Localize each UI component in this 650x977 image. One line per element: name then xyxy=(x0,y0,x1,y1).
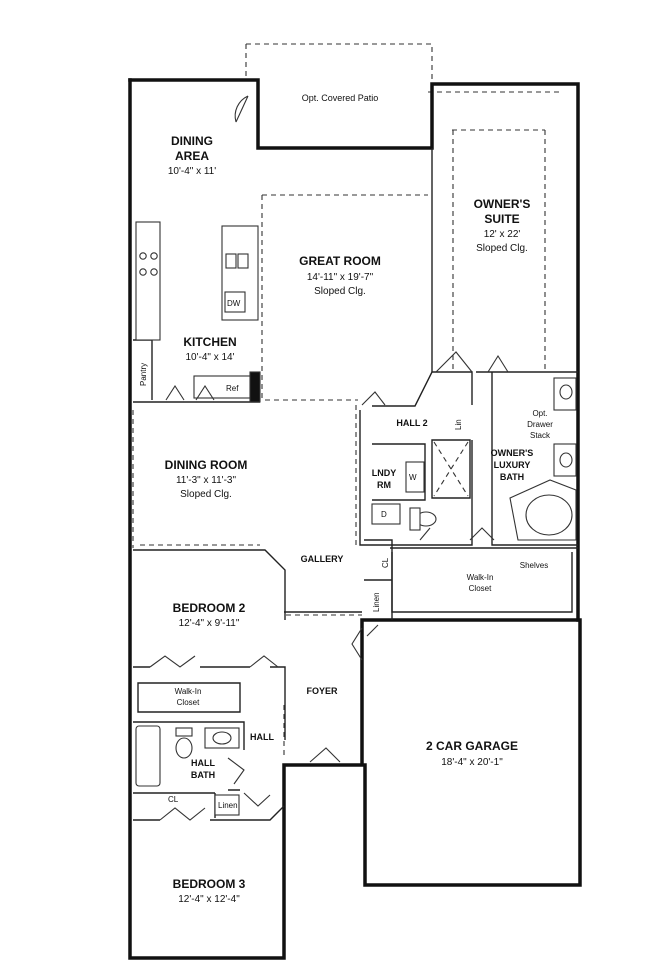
owners-suite-name1: OWNER'S xyxy=(474,197,531,211)
lin-label: Lin xyxy=(454,419,463,430)
w-label: W xyxy=(409,473,417,482)
dw-label: DW xyxy=(227,299,241,308)
owners-suite-name2: SUITE xyxy=(484,212,519,226)
drawer-stack-l1: Opt. xyxy=(532,409,547,418)
drawer-stack-l2: Drawer xyxy=(527,420,553,429)
patio-roofline xyxy=(428,91,560,131)
dining-room-note: Sloped Clg. xyxy=(180,489,232,500)
linen-gallery-label: Linen xyxy=(372,592,381,612)
bedroom2-dims: 12'-4" x 9'-11" xyxy=(179,618,240,629)
covered-patio-label: Opt. Covered Patio xyxy=(302,93,379,103)
covered-patio-outline xyxy=(245,43,433,80)
foyer-label: FOYER xyxy=(306,686,338,696)
kitchen-dims: 10'-4" x 14' xyxy=(185,352,234,363)
cl-small-label: CL xyxy=(381,557,390,568)
owners-bath-fixtures xyxy=(433,377,577,541)
lndy-name1: LNDY xyxy=(372,468,397,478)
dining-room-dims: 11'-3" x 11'-3" xyxy=(176,475,236,486)
door-swings xyxy=(149,95,509,821)
dining-room-name: DINING ROOM xyxy=(165,458,248,472)
dining-area-dims: 10'-4" x 11' xyxy=(168,166,216,177)
garage-name: 2 CAR GARAGE xyxy=(426,739,518,753)
laundry-fixtures xyxy=(371,461,437,531)
pantry-label: Pantry xyxy=(139,363,148,386)
owners-bath-name1: OWNER'S xyxy=(491,448,534,458)
dining-area-name2: AREA xyxy=(175,149,209,163)
shelves-label: Shelves xyxy=(520,561,548,570)
garage-dims: 18'-4" x 20'-1" xyxy=(441,757,503,768)
walkin-bed2-l2: Closet xyxy=(177,698,200,707)
ceiling-lines xyxy=(132,130,546,758)
ref-label: Ref xyxy=(226,384,239,393)
owners-suite-note: Sloped Clg. xyxy=(476,243,528,254)
hall-bath-name2: BATH xyxy=(191,770,215,780)
owners-suite-dims: 12' x 22' xyxy=(484,229,521,240)
dining-area-name1: DINING xyxy=(171,134,213,148)
drawer-stack-l3: Stack xyxy=(530,431,551,440)
lndy-name2: RM xyxy=(377,480,391,490)
gallery-label: GALLERY xyxy=(301,554,344,564)
bedroom3-dims: 12'-4" x 12'-4" xyxy=(178,894,240,905)
hall2-label: HALL 2 xyxy=(396,418,427,428)
great-room-note: Sloped Clg. xyxy=(314,286,366,297)
owners-bath-name3: BATH xyxy=(500,472,524,482)
bedroom3-name: BEDROOM 3 xyxy=(173,877,246,891)
owners-bath-name2: LUXURY xyxy=(494,460,531,470)
interior-walls xyxy=(133,148,578,821)
walkin-owner-l1: Walk-In xyxy=(467,573,494,582)
hall-bath-fixtures xyxy=(135,725,240,816)
cl-hall-label: CL xyxy=(168,795,179,804)
linen-hall-label: Linen xyxy=(218,801,238,810)
kitchen-name: KITCHEN xyxy=(183,335,236,349)
great-room-dims: 14'-11" x 19'-7" xyxy=(307,272,374,283)
bedroom2-name: BEDROOM 2 xyxy=(173,601,246,615)
great-room-name: GREAT ROOM xyxy=(299,254,381,268)
walkin-bed2-l1: Walk-In xyxy=(175,687,202,696)
walkin-owner-l2: Closet xyxy=(469,584,492,593)
hall-label: HALL xyxy=(250,732,274,742)
kitchen-counter xyxy=(135,221,261,403)
d-label: D xyxy=(381,510,387,519)
hall-bath-name1: HALL xyxy=(191,758,215,768)
